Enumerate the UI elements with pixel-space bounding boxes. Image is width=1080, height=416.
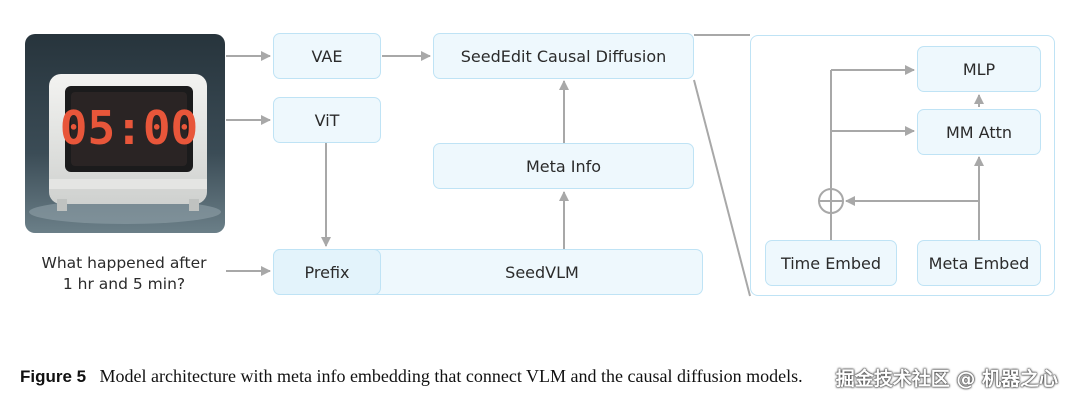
- caption-text: Model architecture with meta info embedd…: [99, 366, 803, 386]
- seededit-causal-diffusion-node: SeedEdit Causal Diffusion: [433, 33, 694, 79]
- seedvlm-label: SeedVLM: [505, 262, 579, 282]
- caption-label: Figure 5: [20, 367, 87, 386]
- add-operator: [818, 188, 844, 214]
- prefix-node: Prefix: [273, 249, 381, 295]
- vit-node: ViT: [273, 97, 381, 143]
- clock-digits: 05:00: [60, 101, 198, 155]
- meta-info-node: Meta Info: [433, 143, 694, 189]
- question-text: What happened after 1 hr and 5 min?: [24, 253, 224, 295]
- watermark: 掘金技术社区 @ 机器之心: [835, 368, 1058, 390]
- time-embed-node: Time Embed: [765, 240, 897, 286]
- clock-photo: 05:00: [25, 34, 225, 233]
- question-line-1: What happened after: [41, 254, 207, 272]
- figure-caption: Figure 5 Model architecture with meta in…: [20, 366, 1065, 387]
- vae-node: VAE: [273, 33, 381, 79]
- meta-embed-node: Meta Embed: [917, 240, 1041, 286]
- mm-attn-node: MM Attn: [917, 109, 1041, 155]
- question-line-2: 1 hr and 5 min?: [62, 275, 186, 293]
- mlp-node: MLP: [917, 46, 1041, 92]
